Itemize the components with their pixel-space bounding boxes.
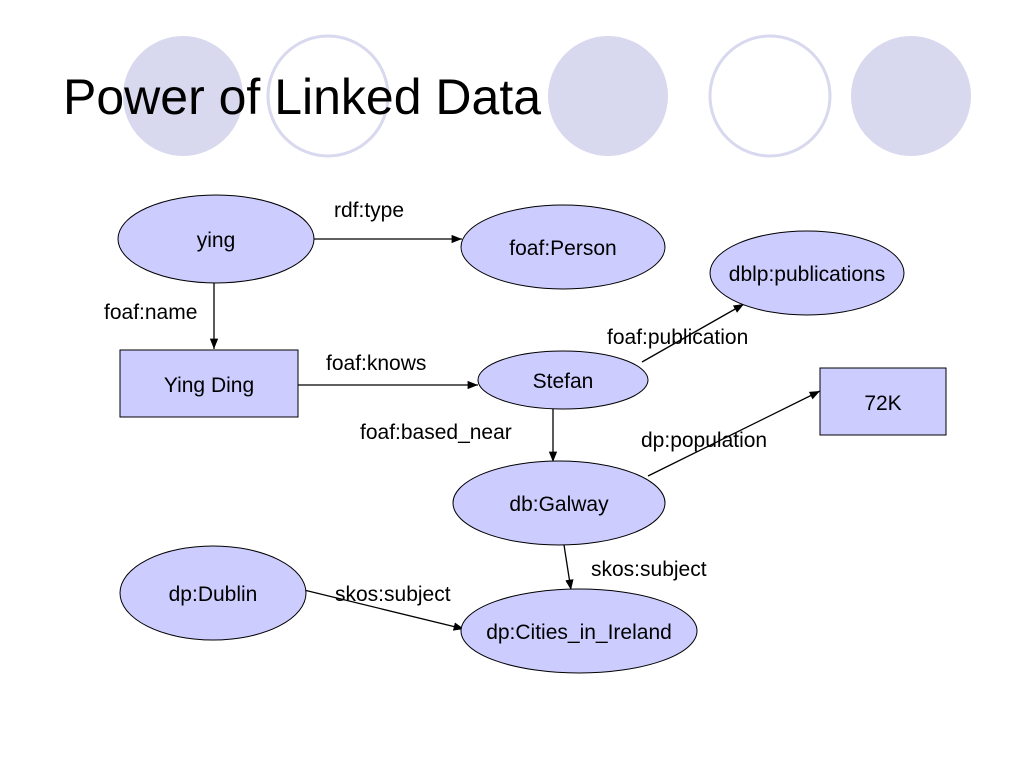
node-dp-dublin: dp:Dublin — [119, 545, 307, 641]
node-label: Ying Ding — [164, 374, 254, 397]
edge-label-foaf-name: foaf:name — [104, 301, 197, 324]
node-72k: 72K — [819, 367, 947, 436]
node-dp-cities-in-ireland: dp:Cities_in_Ireland — [460, 588, 698, 674]
node-label: ying — [197, 229, 236, 252]
slide-title: Power of Linked Data — [63, 69, 542, 125]
node-ying-ding: Ying Ding — [119, 349, 299, 418]
edge-label-foaf-publication: foaf:publication — [607, 326, 748, 349]
edge-population — [647, 390, 821, 477]
edge-dublin-subject — [303, 589, 465, 631]
edge-label-foaf-based-near: foaf:based_near — [360, 421, 512, 444]
node-dblp-publications: dblp:publications — [709, 230, 905, 316]
edge-label-foaf-knows: foaf:knows — [326, 352, 426, 375]
edge-label-rdf-type: rdf:type — [334, 199, 404, 222]
node-label: foaf:Person — [509, 237, 616, 260]
deco-circle-filled — [123, 36, 243, 156]
deco-circle-ring — [708, 34, 832, 158]
node-label: dp:Cities_in_Ireland — [486, 621, 672, 644]
node-foaf-person: foaf:Person — [460, 204, 666, 290]
node-label: dblp:publications — [729, 263, 885, 286]
node-label: dp:Dublin — [169, 583, 258, 606]
edge-publication — [641, 303, 745, 363]
edge-label-dp-population: dp:population — [641, 429, 767, 452]
edge-label-skos-subject: skos:subject — [335, 583, 451, 606]
deco-circle-filled — [851, 36, 971, 156]
edge-label-skos-subject: skos:subject — [591, 558, 707, 581]
deco-circle-filled — [548, 36, 668, 156]
node-label: 72K — [864, 392, 901, 415]
node-label: db:Galway — [509, 493, 609, 516]
edge-galway-subject — [563, 544, 574, 591]
header-decoration — [123, 34, 971, 158]
node-stefan: Stefan — [477, 350, 649, 410]
node-label: Stefan — [533, 370, 594, 393]
deco-circle-ring — [266, 34, 390, 158]
node-db-galway: db:Galway — [452, 460, 666, 546]
node-ying: ying — [117, 194, 315, 284]
